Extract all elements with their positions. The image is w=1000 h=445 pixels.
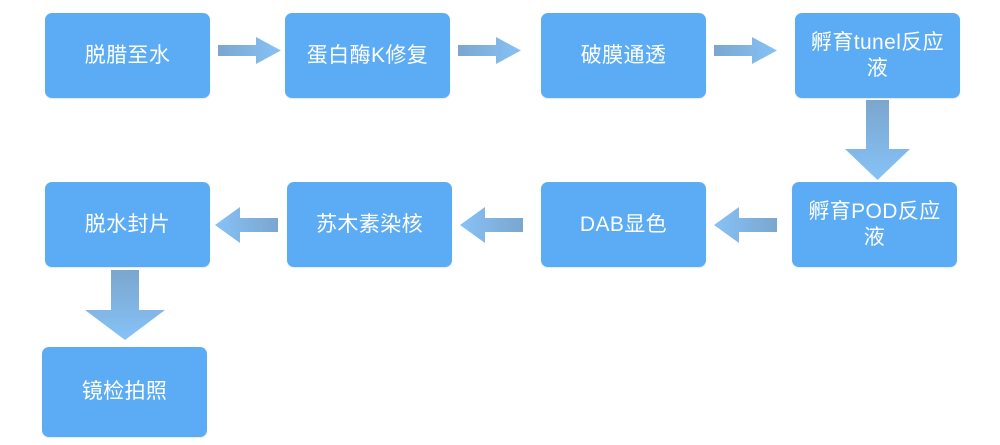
flow-node-n5[interactable]: 孵育POD反应液 [792, 182, 957, 267]
flow-node-n9[interactable]: 镜检拍照 [42, 347, 207, 437]
flow-node-n6[interactable]: DAB显色 [541, 182, 706, 267]
flow-node-label: 脱水封片 [84, 212, 171, 236]
flow-node-label: 孵育tunel反应液 [810, 30, 945, 80]
flow-node-label: 蛋白酶K修复 [306, 43, 429, 67]
flow-arrow-n7-n8 [215, 207, 278, 243]
flow-arrow-n8-n9 [85, 270, 165, 340]
flow-node-n2[interactable]: 蛋白酶K修复 [285, 13, 450, 98]
flow-node-label: DAB显色 [579, 212, 668, 236]
flow-arrow-n1-n2 [218, 37, 281, 64]
flow-arrow-n5-n6 [714, 207, 777, 243]
flow-node-label: 镜检拍照 [81, 380, 168, 404]
flow-arrow-n3-n4 [714, 37, 777, 64]
flow-node-n4[interactable]: 孵育tunel反应液 [795, 13, 960, 98]
flow-node-n8[interactable]: 脱水封片 [45, 182, 210, 267]
flow-node-n1[interactable]: 脱腊至水 [45, 13, 210, 98]
flow-node-n7[interactable]: 苏木素染核 [287, 182, 452, 267]
flow-arrow-n2-n3 [458, 37, 521, 64]
flow-node-n3[interactable]: 破膜通透 [541, 13, 706, 98]
flow-node-label: 苏木素染核 [316, 212, 423, 236]
flow-arrow-n4-n5 [845, 100, 910, 180]
flow-node-label: 破膜通透 [580, 43, 667, 67]
flow-arrow-n6-n7 [460, 207, 523, 243]
flow-node-label: 孵育POD反应液 [808, 199, 941, 249]
flow-node-label: 脱腊至水 [84, 43, 171, 67]
